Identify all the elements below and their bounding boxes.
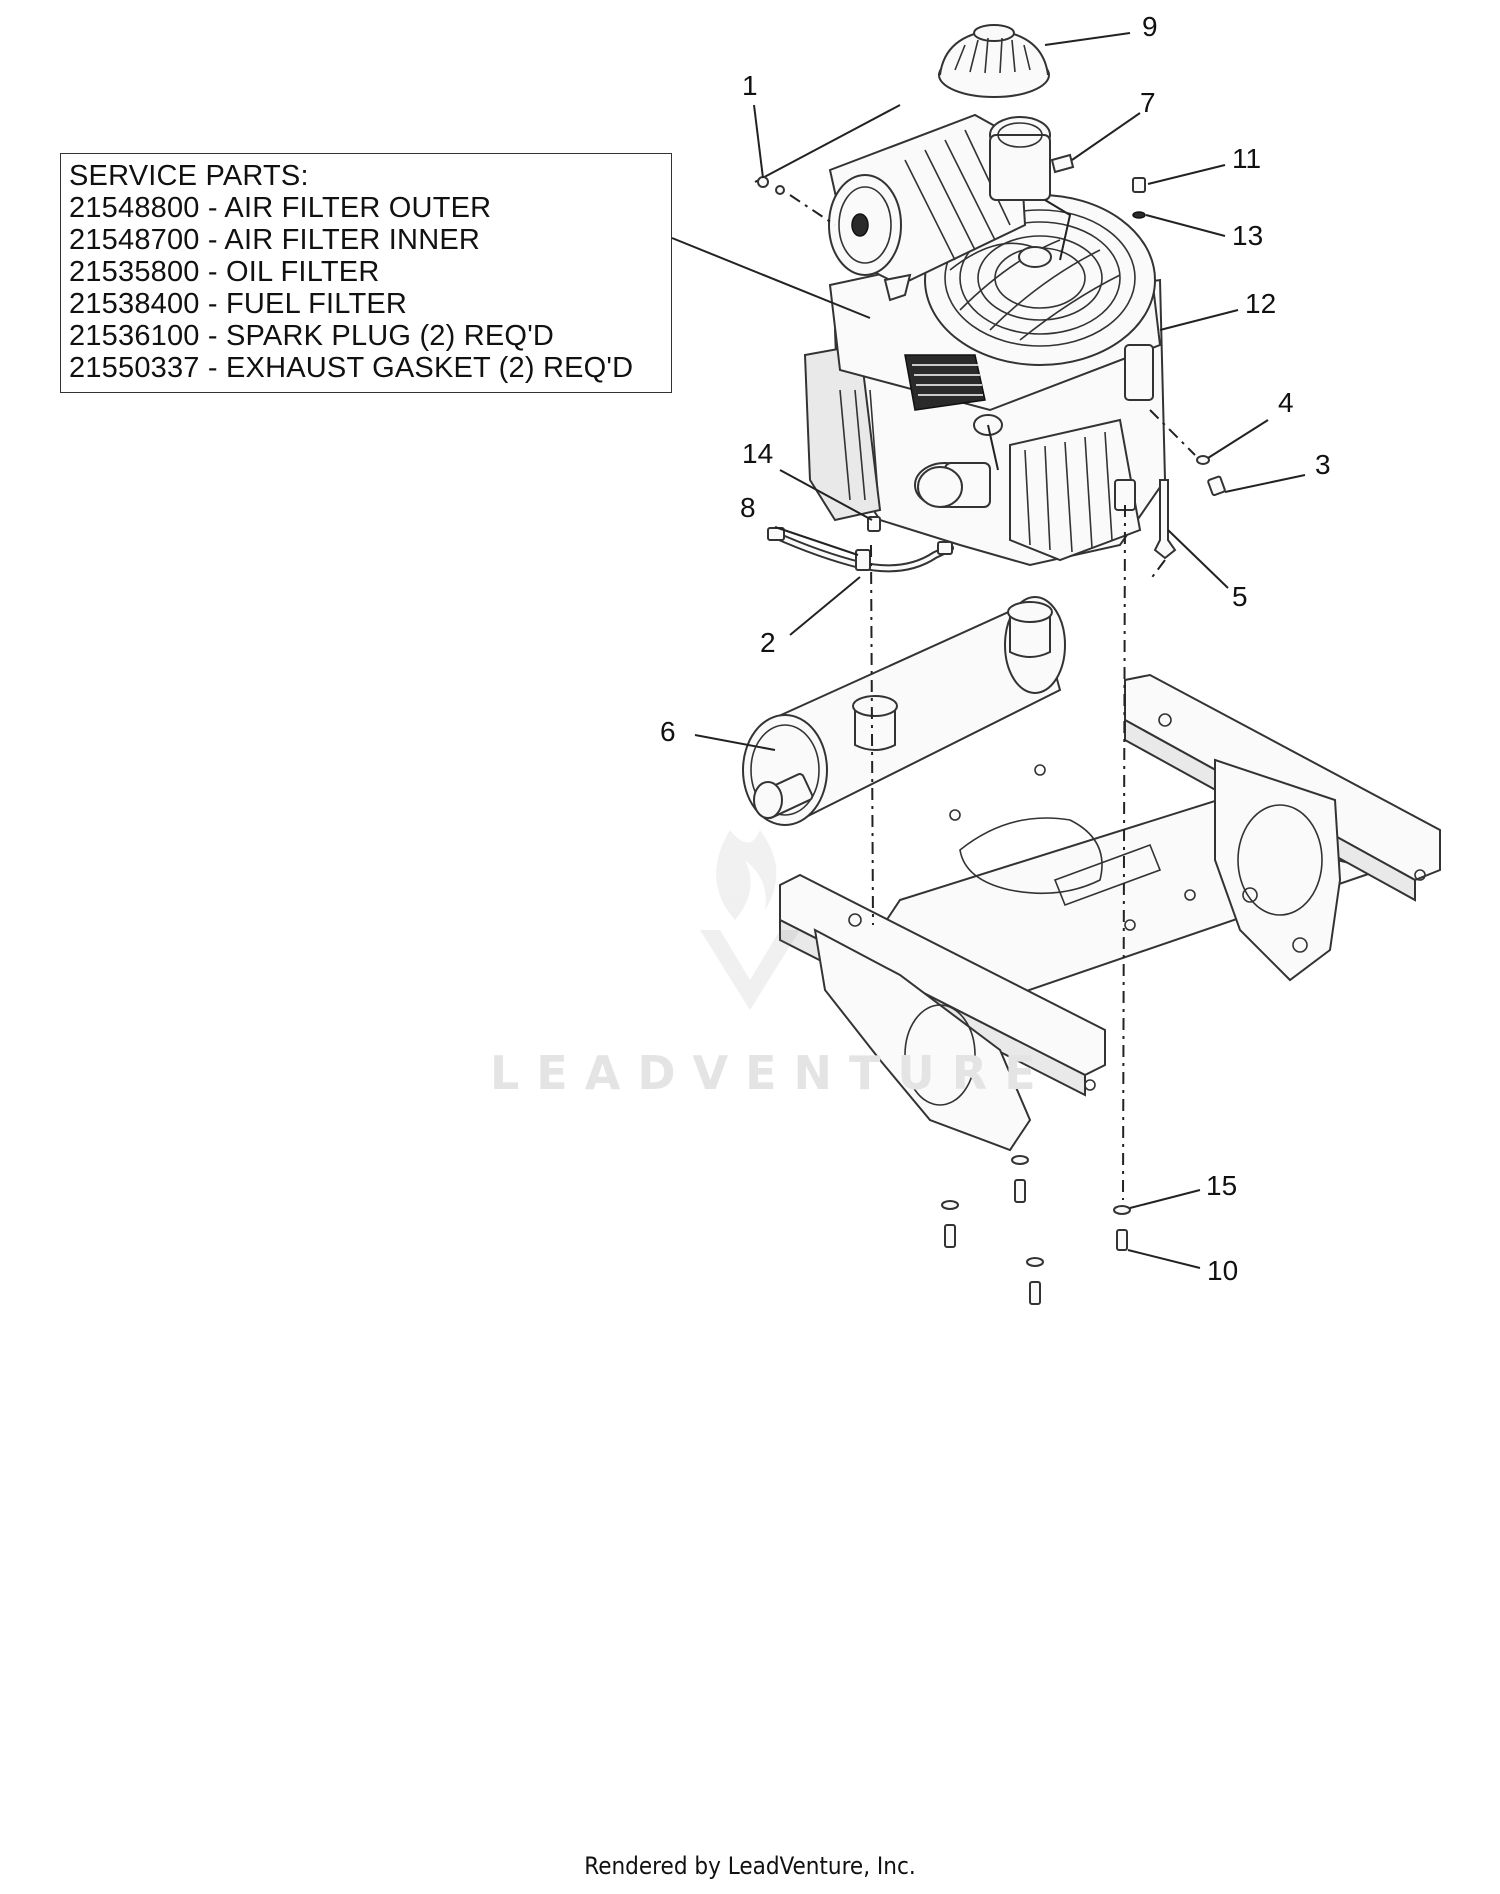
muffler bbox=[742, 596, 1066, 826]
fuel-hose bbox=[767, 527, 954, 573]
cooling-grille bbox=[904, 354, 986, 411]
callout-12: 12 bbox=[1245, 288, 1276, 319]
alignment-lines bbox=[789, 194, 1196, 1201]
callout-4: 4 bbox=[1278, 387, 1294, 418]
callout-labels: 1 2 3 4 5 6 7 8 9 10 11 12 13 14 15 bbox=[660, 11, 1331, 1286]
cooling-fins-lower bbox=[1009, 418, 1142, 562]
callout-9: 9 bbox=[1142, 11, 1158, 42]
callout-6: 6 bbox=[660, 716, 676, 747]
callout-5: 5 bbox=[1232, 581, 1248, 612]
callout-10: 10 bbox=[1207, 1255, 1238, 1286]
oil-fill-cap bbox=[973, 414, 1003, 471]
service-parts-box: SERVICE PARTS: 21548800 - AIR FILTER OUT… bbox=[60, 153, 672, 393]
callout-8: 8 bbox=[740, 492, 756, 523]
service-part-item: 21538400 - FUEL FILTER bbox=[69, 288, 408, 320]
service-part-item: 21535800 - OIL FILTER bbox=[69, 256, 380, 288]
callout-3: 3 bbox=[1315, 449, 1331, 480]
service-part-item: 21550337 - EXHAUST GASKET (2) REQ'D bbox=[69, 352, 634, 384]
oil-filter bbox=[914, 462, 991, 508]
service-parts-heading: SERVICE PARTS: bbox=[69, 160, 309, 192]
engine bbox=[803, 194, 1167, 567]
callout-11: 11 bbox=[1232, 143, 1261, 174]
service-part-item: 21548700 - AIR FILTER INNER bbox=[69, 224, 481, 256]
flywheel-screen bbox=[944, 209, 1136, 347]
callout-13: 13 bbox=[1232, 220, 1263, 251]
watermark-logo bbox=[700, 830, 800, 1010]
service-part-item: 21548800 - AIR FILTER OUTER bbox=[69, 192, 492, 224]
precleaner-cap bbox=[938, 24, 1050, 98]
cooling-fins-left bbox=[839, 389, 879, 501]
engine-mount-frame bbox=[779, 673, 1441, 1152]
air-cleaner-assembly bbox=[828, 113, 1072, 302]
callout-1: 1 bbox=[742, 70, 758, 101]
footer-credit: Rendered by LeadVenture, Inc. bbox=[584, 1852, 916, 1880]
callout-7: 7 bbox=[1140, 87, 1156, 118]
leader-lines bbox=[671, 32, 1306, 1269]
watermark-text: LEADVENTURE bbox=[490, 1046, 1053, 1100]
service-part-item: 21536100 - SPARK PLUG (2) REQ'D bbox=[69, 320, 555, 352]
hardware bbox=[754, 104, 1226, 1305]
callout-14: 14 bbox=[742, 438, 773, 469]
callout-15: 15 bbox=[1206, 1170, 1237, 1201]
callout-2: 2 bbox=[760, 627, 776, 658]
